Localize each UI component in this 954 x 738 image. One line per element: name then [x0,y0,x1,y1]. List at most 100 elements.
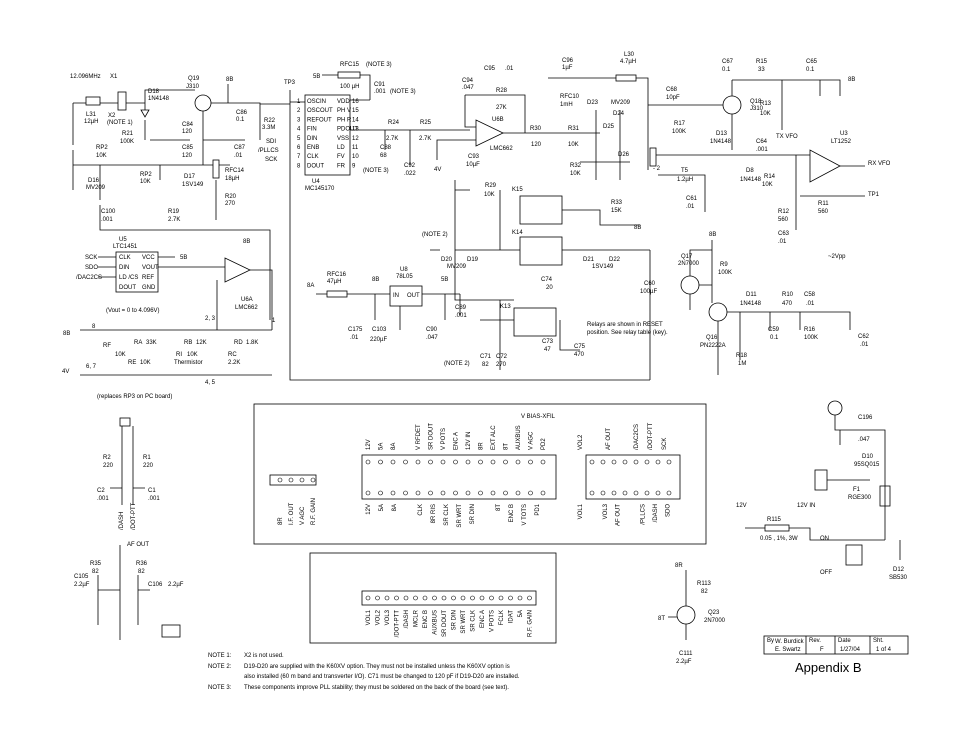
r32-label: R32 [570,163,582,169]
r16-label: R16 [804,327,816,333]
connector-signal-label: VOL1 [366,609,372,625]
connector-pin [622,459,628,465]
title-author1: W. Burdick [775,639,805,645]
r25-label: R25 [420,120,432,126]
u5-pin-ld: LD /CS [119,275,138,281]
r17-label: R17 [674,121,686,127]
r10-value: 470 [782,301,793,307]
r29-value: 10K [484,192,495,198]
connector-pin [460,595,466,601]
connector-signal-label: VOL2 [578,434,584,450]
connector-signal-label: PD2 [541,438,547,450]
r113-label: R113 [697,581,712,587]
jfet-q19 [194,94,212,112]
c67-value: 0.1 [722,67,731,73]
c93-value: 10µF [466,162,480,168]
connector-signal-label: /DOT-PTT [395,610,401,638]
connector-pin [403,459,408,465]
d13-label: D13 [716,131,728,137]
l30-label: L30 [624,52,635,58]
connector-pin [540,490,546,496]
opamp-u6b [475,119,504,147]
connector-pin [528,490,533,496]
transformer-t5 [649,147,657,167]
r21-label: R21 [122,131,134,137]
rf-value: 10K [115,352,126,358]
connector-pin [299,477,305,483]
connector-pin [451,595,456,601]
rfc14-label: RFC14 [225,168,245,174]
r1-value: 220 [143,463,154,469]
note2-text-cont: also installed (60 m band and transverte… [244,674,520,680]
pins-4-5: 4, 5 [205,380,216,386]
u4-label: U4 [312,179,320,185]
u5-pin-vcc: VCC [142,255,155,261]
r115-label: R115 [767,517,782,523]
rp2a-label: RP2 [96,145,108,151]
net-tx-vfo: TX VFO [776,134,798,140]
u4-right-pin-number: 15 [352,108,359,114]
connector-pin [517,595,523,601]
ra-label: RA [134,340,142,346]
c90-value: .047 [426,335,438,341]
c68-label: C68 [666,87,678,93]
k13-label: K13 [500,304,511,310]
c86-label: C86 [236,110,248,116]
c60-value: 100µF [640,289,657,295]
c93-label: C93 [468,154,480,160]
c111-label: C111 [679,651,693,657]
u4-right-pin: VSS [337,136,349,142]
pin-8: 8 [92,324,96,330]
conn-v-bias-xfil: V BIAS-XFIL [521,414,556,420]
r19-value: 2.7K [168,217,180,223]
connector-pin [611,490,617,496]
connector-pin [378,490,383,496]
r15-label: R15 [756,59,768,65]
c95-value: .01 [505,66,514,72]
title-block: By W. Burdick E. Swartz Rev. F Date 1/27… [763,635,909,675]
r36-value: 82 [138,569,145,575]
pin-1: 1 [272,318,276,324]
l31-value: 12µH [84,119,98,125]
d12-label: D12 [893,567,905,573]
r17-value: 100K [672,129,686,135]
connector-signal-label: /DASH [653,504,659,522]
connector-signal-label: VOL3 [603,503,609,519]
connector-pin [589,490,595,496]
c95-label: C95 [484,66,496,72]
connector-signal-label: 12V [366,439,372,450]
ra-value: 33K [146,340,157,346]
c74-value: 20 [546,285,553,291]
c94-value: .047 [462,85,474,91]
u5-pin-dout: DOUT [119,285,136,291]
connector-signal-label: V POTS [441,428,447,450]
q18-label: Q18 [750,99,762,105]
c91-label: C91 [374,82,386,88]
c68-value: 10pF [666,95,680,101]
connector-pin [365,459,371,465]
pins-6-7: 6, 7 [86,364,97,370]
c87-value: .01 [234,153,243,159]
u4-left-pin-number: 6 [297,145,301,151]
rd-label: RD [234,340,243,346]
net-8b-3: 8B [848,77,855,83]
c196-label: C196 [858,415,873,421]
mosfet-q23 [676,605,696,625]
net-4v: 4V [62,369,69,375]
power-switch [845,544,863,566]
q23-section: 8R R113 82 Q23 2N7000 8T C111 2.2µF [658,563,726,665]
note3-key: NOTE 3: [208,685,232,691]
u6a-label: U6A [241,297,253,303]
connector-pin [515,459,521,465]
u4-left-pin-number: 2 [297,108,301,114]
d17-label: D17 [184,174,196,180]
r22-value: 3.3M [262,125,275,131]
r15-value: 33 [758,67,765,73]
connector-pin [655,490,661,496]
d16-label: D16 [88,178,100,184]
r12-value: 560 [778,217,789,223]
net-4v-2: 4V [434,167,441,173]
c92-label: C92 [404,163,416,169]
c111-value: 2.2µF [676,659,692,665]
u5-value: LTC1451 [113,244,138,250]
